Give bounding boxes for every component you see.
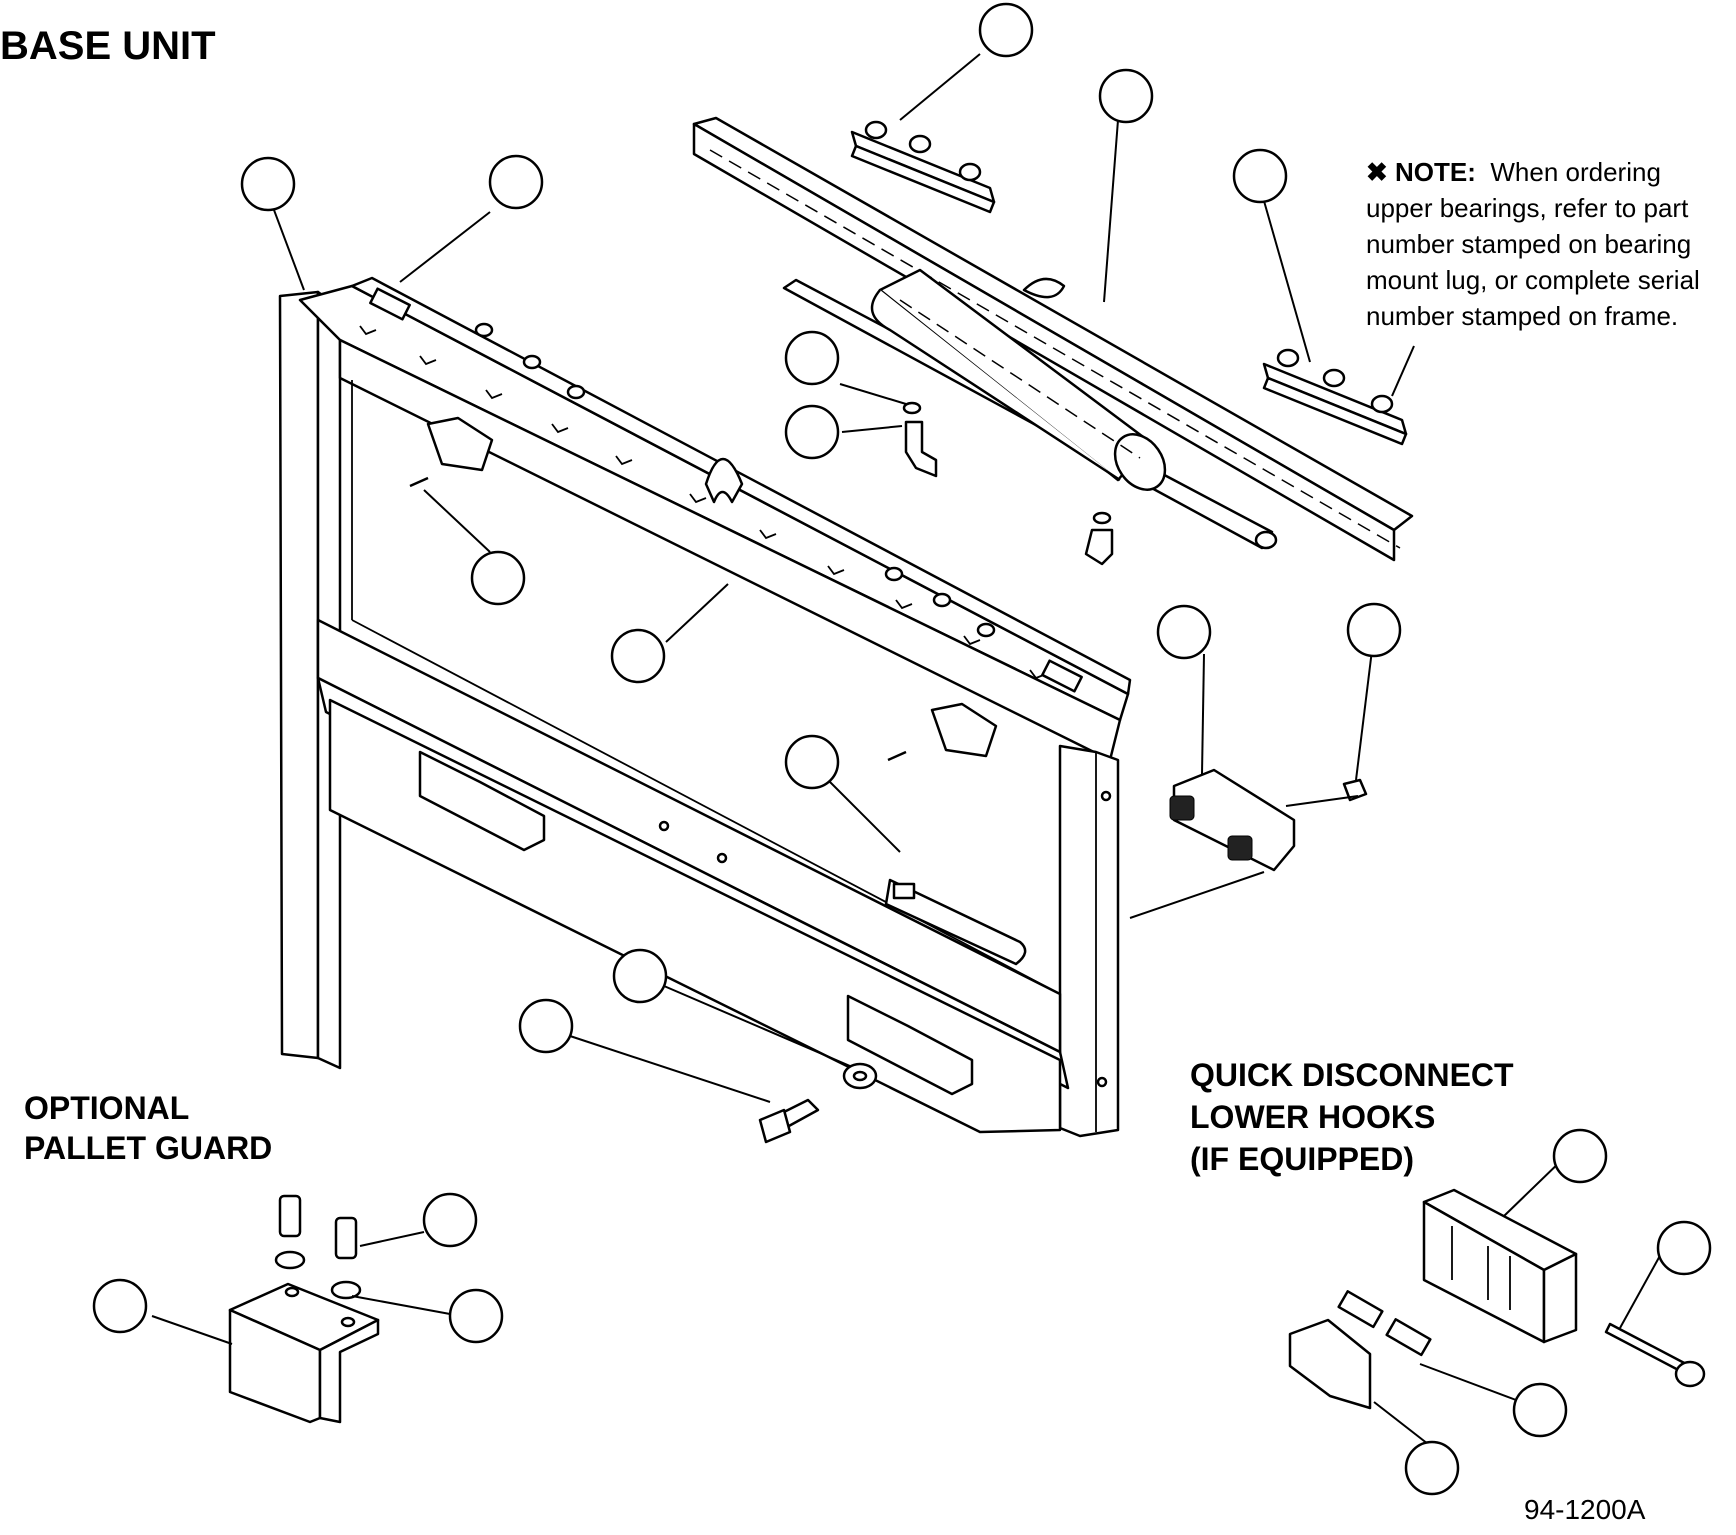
bolt-and-washer xyxy=(758,1062,878,1144)
note-text-3: number stamped on bearing xyxy=(1366,229,1692,259)
note-text-2: upper bearings, refer to part xyxy=(1366,193,1689,223)
lower-hook-base xyxy=(1169,768,1368,872)
side-shift-cylinder xyxy=(782,268,1278,550)
note-symbol: ✖ xyxy=(1366,157,1388,187)
pallet-guard-label: OPTIONAL PALLET GUARD xyxy=(24,1088,272,1168)
pallet-guard-part xyxy=(228,1194,380,1424)
top-bar-holes xyxy=(474,322,996,638)
quick-disconnect-parts xyxy=(1288,1188,1706,1410)
quick-disconnect-label-line-1: QUICK DISCONNECT xyxy=(1190,1057,1514,1093)
bearing-note: ✖ NOTE: When ordering upper bearings, re… xyxy=(1366,154,1736,334)
quick-disconnect-label-line-2: LOWER HOOKS xyxy=(1190,1099,1436,1135)
note-text-4: mount lug, or complete serial xyxy=(1366,265,1700,295)
carriage-frame xyxy=(278,276,1132,1138)
diagram-title: BASE UNIT xyxy=(0,24,216,68)
note-heading: NOTE: xyxy=(1395,157,1476,187)
hydraulic-fittings xyxy=(902,401,1114,566)
callout-balloons xyxy=(92,2,1712,1496)
upper-bearing-1 xyxy=(850,120,996,214)
top-channel-rail xyxy=(692,116,1414,562)
note-text-5: number stamped on frame. xyxy=(1366,301,1679,331)
quick-disconnect-label-line-3: (IF EQUIPPED) xyxy=(1190,1141,1415,1177)
pallet-guard-label-line-2: PALLET GUARD xyxy=(24,1130,273,1166)
note-text-1: When ordering xyxy=(1490,157,1661,187)
top-bar-notches xyxy=(359,325,1047,680)
drawing-number: 94-1200A xyxy=(1524,1494,1646,1525)
pallet-guard-label-line-1: OPTIONAL xyxy=(24,1090,190,1126)
note-line-1: ✖ NOTE: When ordering xyxy=(1366,154,1736,190)
quick-disconnect-label: QUICK DISCONNECT LOWER HOOKS (IF EQUIPPE… xyxy=(1190,1054,1514,1180)
upper-bearing-2 xyxy=(1262,348,1408,446)
